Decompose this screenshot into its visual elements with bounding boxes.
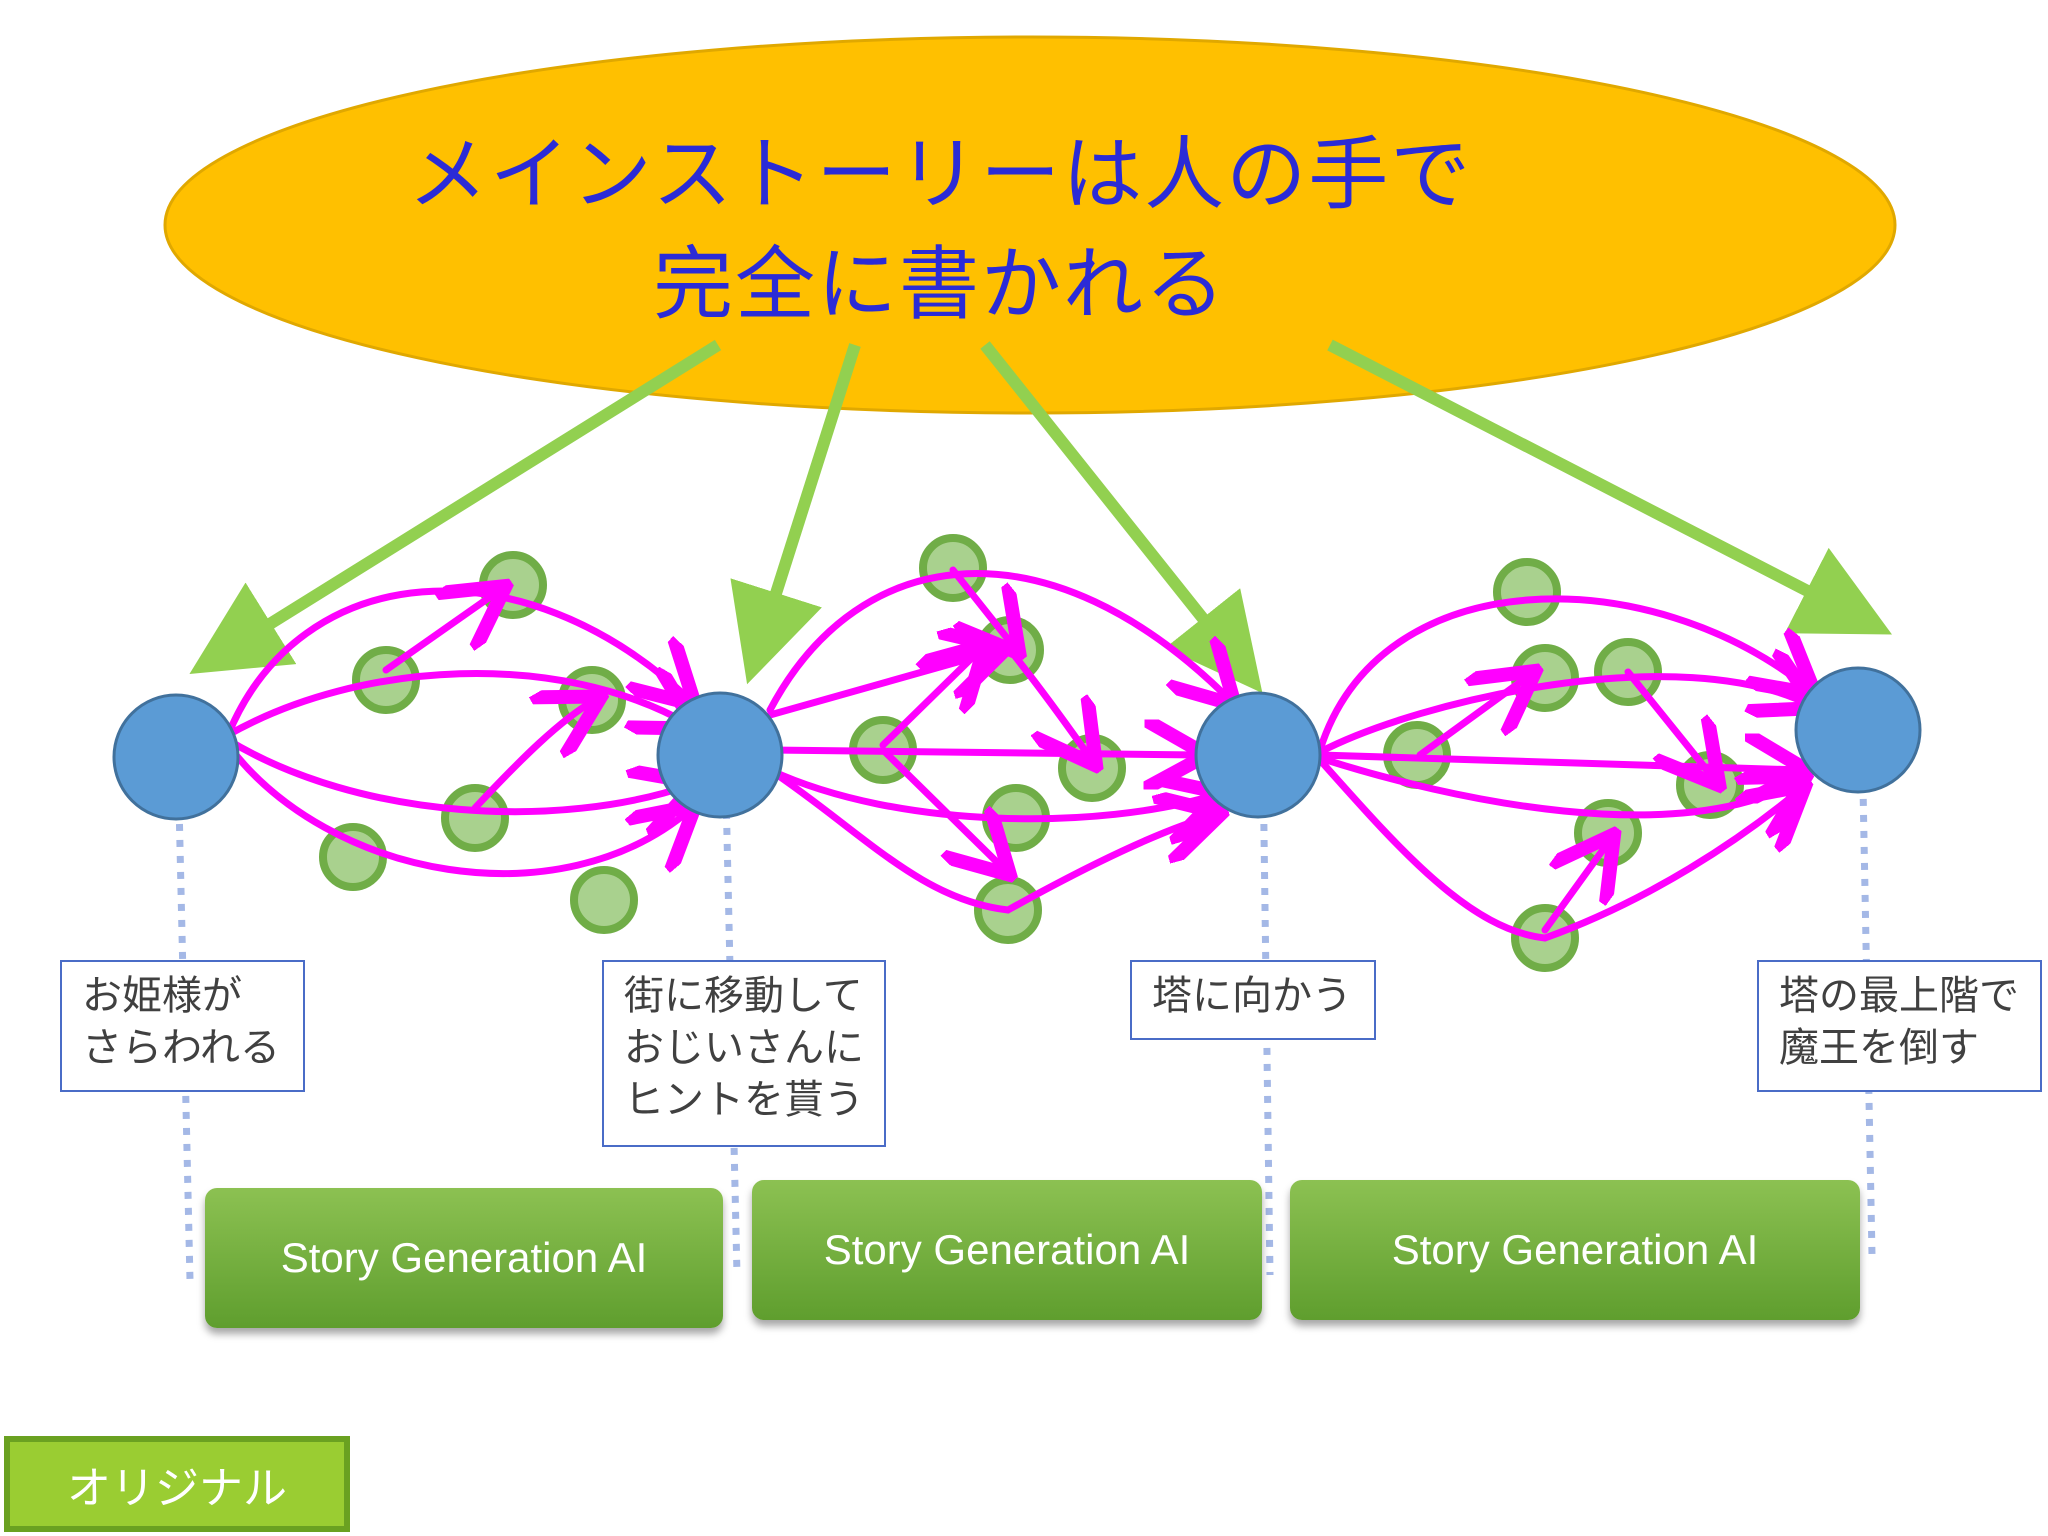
main-arrow-4 bbox=[1327, 339, 1893, 635]
branch-arrow bbox=[766, 766, 1215, 914]
original-badge: オリジナル bbox=[4, 1436, 350, 1532]
story-generation-ai-3: Story Generation AI bbox=[1290, 1180, 1860, 1320]
story-branch-arrows bbox=[224, 566, 1810, 942]
main-story-ellipse bbox=[163, 35, 1897, 415]
milestone-node-3 bbox=[1194, 691, 1322, 819]
branch-arrow bbox=[766, 570, 1230, 710]
main-arrow-2 bbox=[730, 343, 861, 685]
branch-arrow bbox=[1006, 646, 1092, 760]
branch-arrow bbox=[879, 746, 1005, 870]
milestone-label-1: お姫様が さらわれる bbox=[60, 960, 305, 1092]
main-arrow-3 bbox=[980, 341, 1263, 694]
branch-arrow bbox=[949, 566, 1015, 648]
branch-arrow bbox=[1416, 675, 1530, 759]
milestone-label-4: 塔の最上階で 魔王を倒す bbox=[1757, 960, 2042, 1092]
milestone-label-3: 塔に向かう bbox=[1130, 960, 1376, 1040]
main-story-title: メインストーリーは人の手で 完全に書かれる bbox=[407, 128, 1473, 331]
milestone-node-4 bbox=[1794, 666, 1922, 794]
milestone-nodes bbox=[112, 666, 1922, 821]
branch-arrow bbox=[224, 741, 690, 877]
sub-node bbox=[570, 866, 638, 934]
branch-arrow bbox=[879, 650, 980, 749]
sub-node bbox=[1493, 558, 1561, 626]
sub-node bbox=[1058, 734, 1126, 802]
branch-arrow bbox=[224, 587, 690, 739]
branch-arrow bbox=[471, 700, 595, 812]
story-generation-ai-1: Story Generation AI bbox=[205, 1188, 723, 1328]
main-story-arrows bbox=[189, 339, 1893, 694]
sub-node bbox=[319, 823, 387, 891]
milestone-label-2: 街に移動して おじいさんに ヒントを貰う bbox=[602, 960, 886, 1147]
branch-arrow bbox=[1316, 595, 1810, 754]
branch-arrow bbox=[1541, 840, 1610, 934]
branch-arrow bbox=[1624, 668, 1715, 780]
branch-arrow bbox=[1316, 677, 1810, 756]
milestone-node-2 bbox=[656, 691, 784, 819]
milestone-node-1 bbox=[112, 693, 240, 821]
main-arrow-1 bbox=[189, 339, 722, 675]
story-generation-ai-2: Story Generation AI bbox=[752, 1180, 1262, 1320]
branch-arrow bbox=[382, 590, 500, 674]
branch-arrow bbox=[1316, 756, 1800, 942]
branch-arrow bbox=[224, 674, 690, 739]
branch-arrow bbox=[766, 750, 1200, 755]
sub-node bbox=[441, 784, 509, 852]
